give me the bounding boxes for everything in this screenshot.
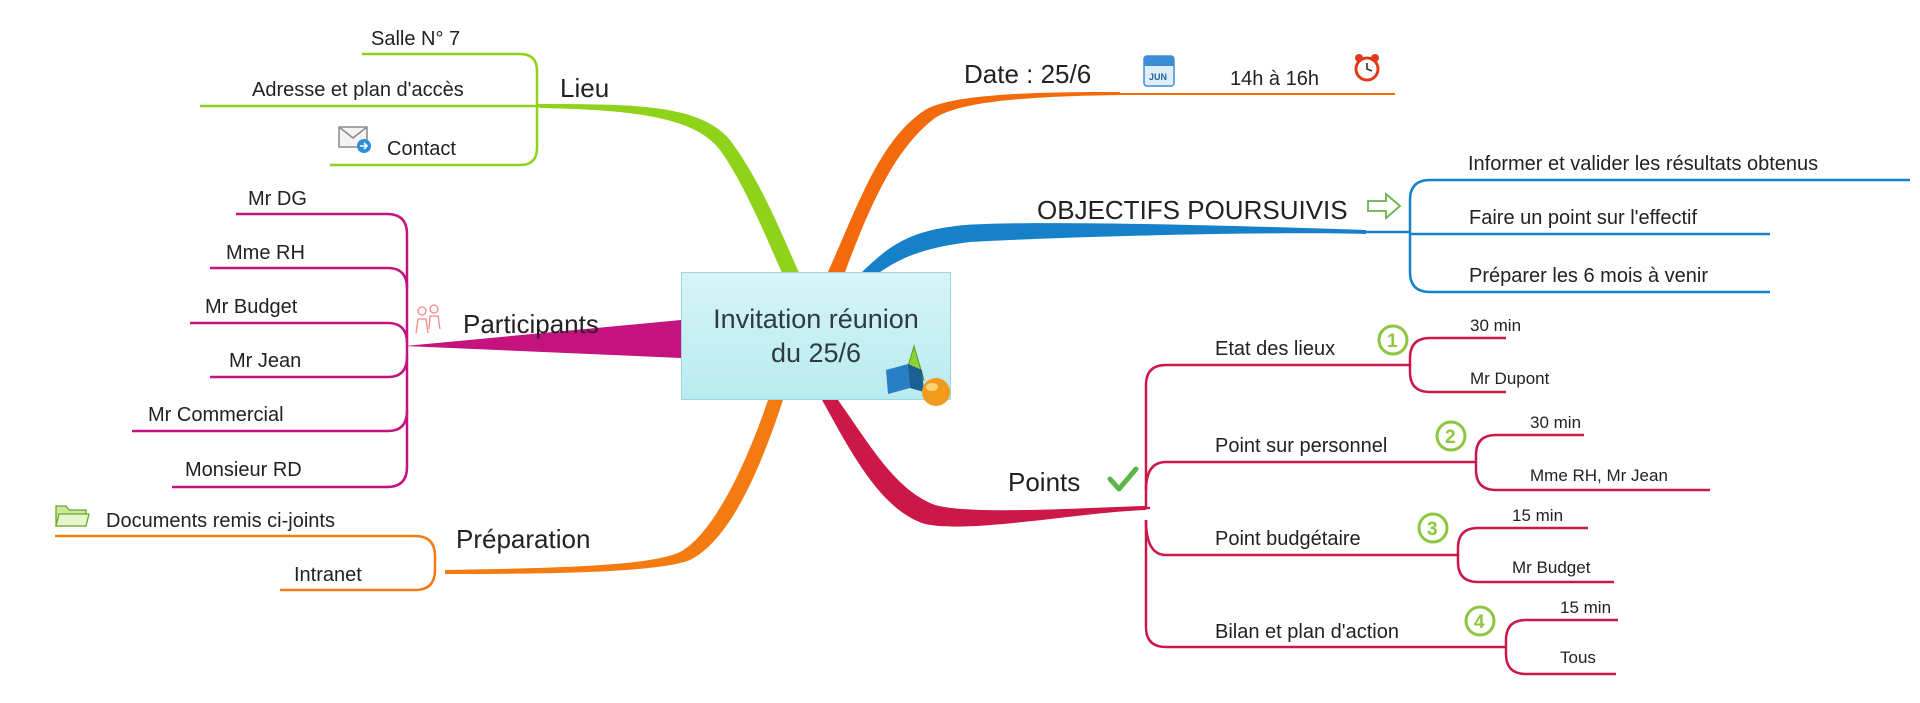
branch-objectifs xyxy=(862,223,1366,272)
participant-mr-budget: Mr Budget xyxy=(205,296,298,318)
lieu-item-contact[interactable]: Contact xyxy=(387,138,456,160)
participant-mme-rh: Mme RH xyxy=(226,242,305,264)
arrow-right-icon xyxy=(1367,192,1402,220)
point-3-title: Point budgétaire xyxy=(1215,528,1361,550)
time-label: 14h à 16h xyxy=(1230,68,1319,90)
branch-lieu xyxy=(540,104,800,275)
number-4-icon: 4 xyxy=(1464,605,1496,637)
participants-label: Participants xyxy=(463,309,599,339)
number-3-icon: 3 xyxy=(1417,512,1449,544)
point-3-who: Mr Budget xyxy=(1512,558,1591,577)
people-icon xyxy=(415,304,441,334)
alarm-clock-icon xyxy=(1354,54,1380,82)
lieu-label: Lieu xyxy=(560,73,609,103)
objectifs-label: OBJECTIFS POURSUIVIS xyxy=(1037,195,1348,225)
preparation-connectors xyxy=(55,534,437,592)
branch-date xyxy=(828,92,1120,272)
central-topic[interactable]: Invitation réunion du 25/6 xyxy=(681,272,951,400)
svg-text:4: 4 xyxy=(1474,612,1485,633)
point-2-title: Point sur personnel xyxy=(1215,435,1387,457)
point-2-who: Mme RH, Mr Jean xyxy=(1530,466,1668,485)
participant-mr-jean: Mr Jean xyxy=(229,350,301,372)
points-label: Points xyxy=(1008,467,1080,497)
preparation-item-documents: Documents remis ci-joints xyxy=(106,510,335,532)
point-4-title: Bilan et plan d'action xyxy=(1215,621,1399,643)
point-4-duration: 15 min xyxy=(1560,598,1611,617)
number-2-icon: 2 xyxy=(1435,420,1467,452)
point-1-duration: 30 min xyxy=(1470,316,1521,335)
preparation-label: Préparation xyxy=(456,524,590,554)
objectif-1: Informer et valider les résultats obtenu… xyxy=(1468,153,1818,175)
point-1-who: Mr Dupont xyxy=(1470,369,1550,388)
folder-icon xyxy=(55,505,90,527)
point-2-duration: 30 min xyxy=(1530,413,1581,432)
objectifs-connectors xyxy=(1366,178,1910,294)
branch-participants xyxy=(405,320,681,358)
envelope-icon xyxy=(338,126,371,153)
svg-text:2: 2 xyxy=(1445,427,1456,448)
number-1-icon: 1 xyxy=(1377,324,1409,356)
central-topic-line-2: du 25/6 xyxy=(770,338,862,368)
lieu-item-salle: Salle N° 7 xyxy=(371,28,460,50)
points-connectors xyxy=(1144,336,1710,676)
participant-mr-commercial: Mr Commercial xyxy=(148,404,284,426)
central-topic-line-1: Invitation réunion xyxy=(713,304,919,334)
branch-points xyxy=(822,400,1146,527)
date-label: Date : 25/6 xyxy=(964,59,1091,89)
calendar-icon: JUN xyxy=(1143,55,1175,87)
objectif-2: Faire un point sur l'effectif xyxy=(1469,207,1697,229)
lieu-connectors xyxy=(200,52,540,167)
svg-text:3: 3 xyxy=(1427,519,1438,540)
preparation-item-intranet: Intranet xyxy=(294,564,362,586)
objectif-3: Préparer les 6 mois à venir xyxy=(1469,265,1708,287)
checkmark-icon xyxy=(1107,466,1139,492)
participants-connectors xyxy=(132,212,409,489)
participant-mr-dg: Mr DG xyxy=(248,188,307,210)
svg-text:JUN: JUN xyxy=(1149,72,1167,82)
point-3-duration: 15 min xyxy=(1512,506,1563,525)
3d-shapes-icon xyxy=(886,344,950,406)
lieu-item-adresse: Adresse et plan d'accès xyxy=(252,79,464,101)
svg-text:1: 1 xyxy=(1387,331,1398,352)
participant-monsieur-rd: Monsieur RD xyxy=(185,459,302,481)
point-4-who: Tous xyxy=(1560,648,1596,667)
point-1-title: Etat des lieux xyxy=(1215,338,1335,360)
